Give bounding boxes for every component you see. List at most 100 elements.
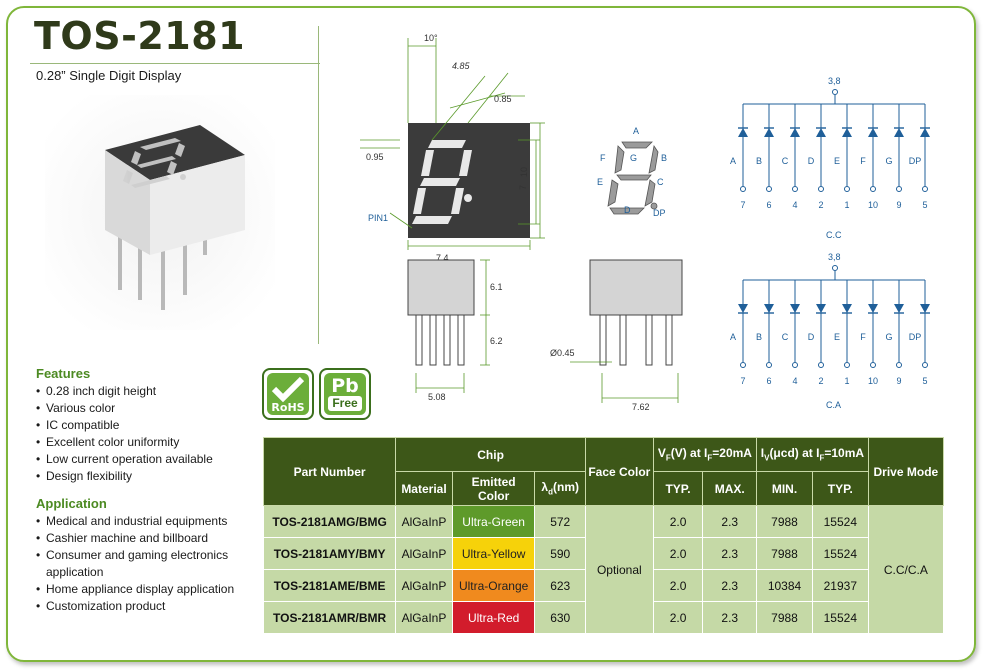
product-photo [45,95,275,330]
emitted-color: Ultra-Yellow [451,537,536,570]
list-item: Consumer and gaming electronics applicat… [36,547,251,581]
emitted-color: Ultra-Green [451,505,536,538]
vf-typ: 2.0 [652,537,704,570]
header-divider [318,26,319,344]
wavelength: 623 [534,569,586,602]
col-iv: IV(μcd) at IF=10mA [756,437,869,472]
material: AlGaInP [395,537,453,570]
drive-mode: C.C/C.A [867,505,945,634]
col-face-color: Face Color [584,437,654,506]
cc-diode-4: E1 [834,104,852,210]
part-number: TOS-2181AMY/BMY [262,537,397,570]
cc-seg-label: E [834,156,840,166]
ca-seg-label: D [808,332,815,342]
iv-min: 7988 [756,601,813,634]
ca-diode-4: E1 [834,280,852,386]
seg-label-b: B [661,153,667,163]
vf-typ: 2.0 [652,505,704,538]
schematic-cc [743,89,925,105]
dim-7-4: 7.4 [436,253,449,263]
cc-pin-label: 4 [792,200,797,210]
part-number: TOS-2181AME/BME [262,569,397,602]
iv-min: 7988 [756,537,813,570]
list-item: Various color [36,400,213,417]
cc-pin-label: 5 [922,200,927,210]
cc-seg-label: DP [909,156,922,166]
list-item: 0.28 inch digit height [36,383,213,400]
cc-seg-label: B [756,156,762,166]
part-number: TOS-2181AMG/BMG [262,505,397,538]
iv-typ: 15524 [811,601,869,634]
ca-seg-label: G [885,332,892,342]
cc-seg-label: A [730,156,736,166]
wavelength: 590 [534,537,586,570]
seg-label-d: D [624,205,631,215]
col-iv-min: MIN. [756,471,813,506]
list-item: Low current operation available [36,451,213,468]
ca-seg-label: DP [909,332,922,342]
technical-drawing: 10° 4.85 0.85 0.95 7 10 7.4 PIN1 6.1 6.2… [360,33,930,412]
features-heading: Features [36,366,91,381]
dim-dia-0-45: Ø0.45 [550,348,575,358]
ca-seg-label: F [860,332,866,342]
ca-pin-label: 1 [844,376,849,386]
cc-pin-label: 6 [766,200,771,210]
pin-side-view: Ø0.45 7.62 [550,259,683,412]
emitted-color: Ultra-Red [451,601,536,634]
ca-diode-6: G9 [885,280,904,386]
pin1-label: PIN1 [368,213,388,223]
dim-6-1: 6.1 [490,282,503,292]
dim-0-85: 0.85 [494,94,512,104]
col-chip: Chip [395,437,586,472]
cc-common-pins: 3,8 [828,76,841,86]
ca-pin-label: 5 [922,376,927,386]
application-heading: Application [36,496,107,511]
dim-4-85: 4.85 [452,61,471,71]
segment-diagram: A B C D E F G DP [597,126,667,218]
ca-diode-5: F10 [860,280,878,386]
dim-7: 7 [518,185,528,190]
ca-seg-label: C [782,332,789,342]
table-row: TOS-2181AMR/BMR AlGaInP Ultra-Red 630 2.… [262,601,944,634]
list-item: Customization product [36,598,251,615]
cc-seg-label: G [885,156,892,166]
material: AlGaInP [395,601,453,634]
cc-diode-5: F10 [860,104,878,210]
col-iv-typ: TYP. [811,471,869,506]
ca-seg-label: E [834,332,840,342]
list-item: Excellent color uniformity [36,434,213,451]
rohs-badge: RoHS [262,368,314,420]
list-item: Medical and industrial equipments [36,513,251,530]
dim-angle: 10° [424,33,438,43]
ca-label: C.A [826,400,841,410]
ca-diode-3: D2 [808,280,826,386]
iv-typ: 15524 [811,505,869,538]
cc-diode-6: G9 [885,104,904,210]
schematic-ca [743,265,925,281]
free-label: Free [328,396,362,411]
ca-pin-label: 6 [766,376,771,386]
cc-pin-label: 2 [818,200,823,210]
emitted-color: Ultra-Orange [451,569,536,602]
page-frame [6,6,976,662]
seg-label-dp: DP [653,208,666,218]
cc-diode-3: D2 [808,104,826,210]
dim-0-95: 0.95 [366,152,384,162]
cc-pin-label: 1 [844,200,849,210]
material: AlGaInP [395,505,453,538]
side-view: 6.1 6.2 5.08 [407,259,503,402]
application-list: Medical and industrial equipments Cashie… [36,513,251,615]
ca-pin-label: 2 [818,376,823,386]
checkmark-icon [271,376,305,403]
cc-seg-label: C [782,156,789,166]
vf-max: 2.3 [702,505,758,538]
wavelength: 572 [534,505,586,538]
part-number: TOS-2181AMR/BMR [262,601,397,634]
face-color: Optional [584,505,654,634]
cc-label: C.C [826,230,842,240]
list-item: Design flexibility [36,468,213,485]
wavelength: 630 [534,601,586,634]
seg-label-e: E [597,177,603,187]
pb-label: Pb [331,375,359,397]
